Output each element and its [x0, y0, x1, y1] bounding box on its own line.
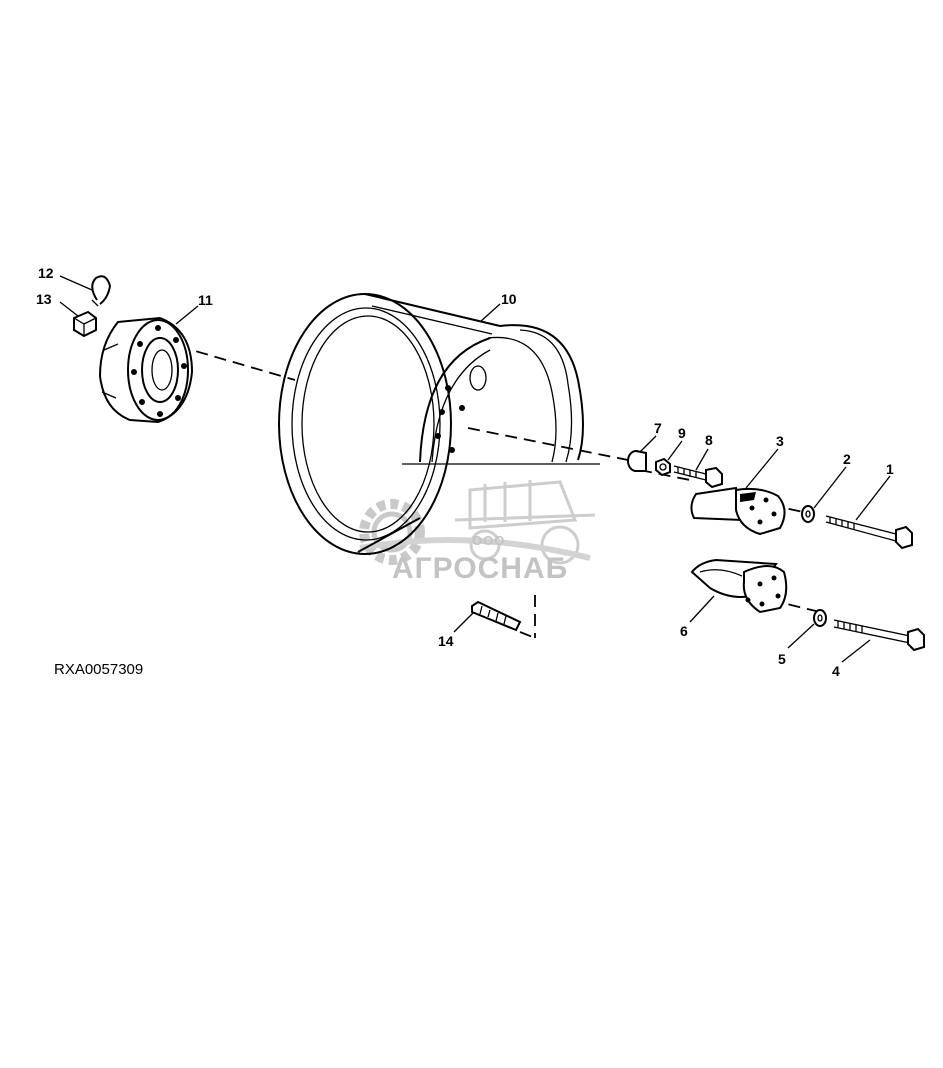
watermark-small-text: ООО [472, 533, 505, 548]
callout-1: 1 [886, 461, 894, 477]
callout-8: 8 [705, 432, 713, 448]
watermark-swoosh [359, 537, 591, 561]
watermark: ООО АГРОСНАБ [359, 480, 596, 585]
valve-stem-part-14 [471, 600, 522, 632]
callout-7: 7 [654, 420, 662, 436]
weight-part-6 [690, 558, 788, 614]
callout-3: 3 [776, 433, 784, 449]
clip-part-12 [91, 275, 112, 307]
washer-part-5 [813, 609, 827, 627]
callout-2: 2 [843, 451, 851, 467]
callout-11: 11 [198, 292, 213, 308]
washer-part-9 [655, 457, 671, 477]
bolt-part-1 [825, 515, 913, 550]
wheel-rim-part-10 [278, 293, 600, 555]
callout-6: 6 [680, 623, 688, 639]
hub-part-11 [98, 316, 194, 424]
callout-5: 5 [778, 651, 786, 667]
callout-4: 4 [832, 663, 840, 679]
weight-part-3 [690, 486, 786, 536]
reference-code: RXA0057309 [54, 661, 143, 678]
callout-10: 10 [501, 291, 517, 307]
callout-9: 9 [678, 425, 686, 441]
washer-part-2 [801, 505, 815, 523]
callouts: 1 2 3 4 5 6 7 8 9 10 11 12 13 14 [36, 265, 894, 679]
watermark-name: АГРОСНАБ [392, 552, 568, 585]
watermark-combine-icon [454, 480, 596, 565]
bolt-part-8 [673, 465, 723, 489]
callout-13: 13 [36, 291, 52, 307]
leader-lines [59, 275, 891, 663]
callout-14: 14 [438, 633, 454, 649]
bolt-part-4 [833, 619, 925, 652]
callout-12: 12 [38, 265, 54, 281]
nut-part-13 [73, 310, 97, 338]
spacer-part-7 [627, 450, 647, 472]
